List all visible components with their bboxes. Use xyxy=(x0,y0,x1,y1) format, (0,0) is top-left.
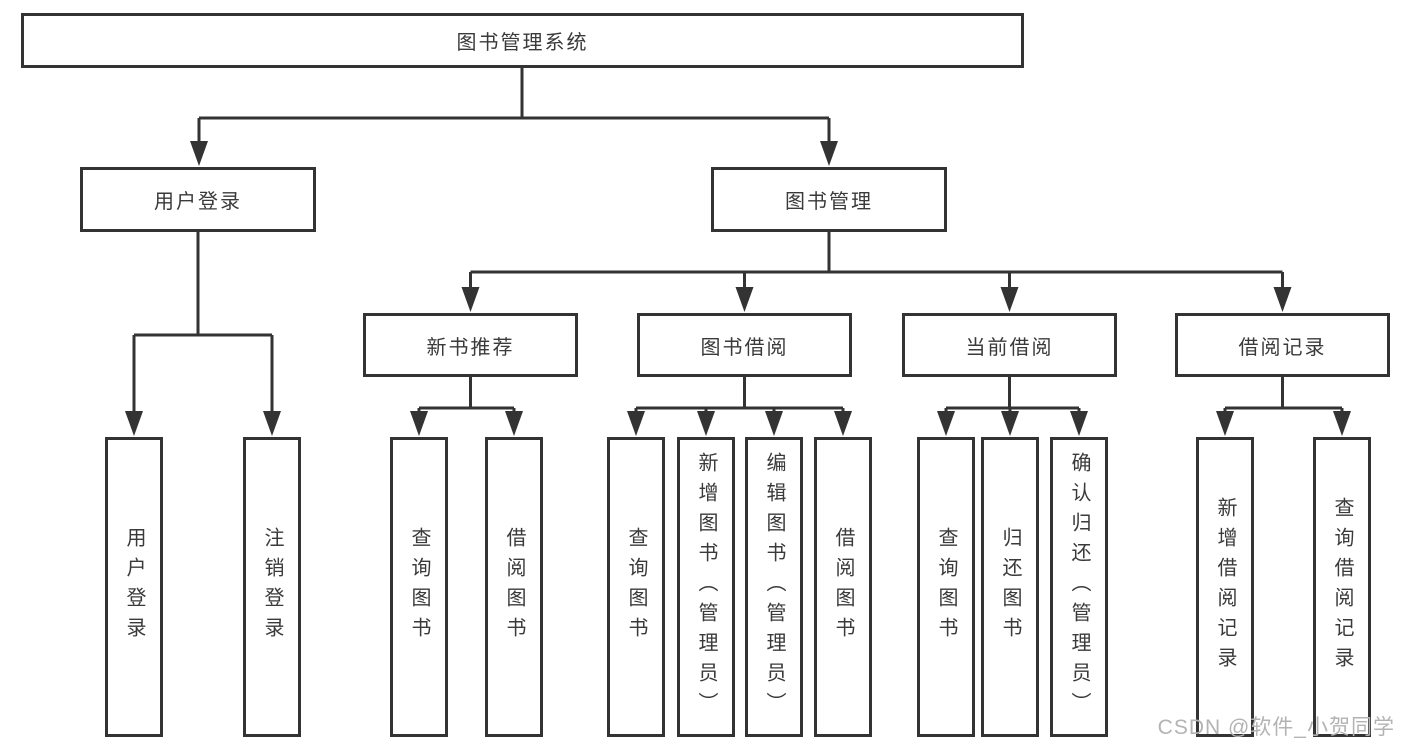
connector-new-book-recommendation-to-leaves xyxy=(410,377,523,436)
leaf-edit-book-admin: 编辑图书（管理员） xyxy=(745,437,803,737)
node-library-system: 图书管理系统 xyxy=(21,13,1024,68)
node-user-login: 用户登录 xyxy=(80,167,316,232)
leaf-add-book-admin: 新增图书（管理员） xyxy=(677,437,735,737)
leaf-query-books-recommend: 查询图书 xyxy=(390,437,448,737)
connector-book-borrowing-to-leaves xyxy=(627,377,852,436)
leaf-logout-login: 注销登录 xyxy=(243,437,301,737)
leaf-query-books-current: 查询图书 xyxy=(917,437,975,737)
leaf-query-borrow-record: 查询借阅记录 xyxy=(1313,437,1371,737)
leaf-user-login: 用户登录 xyxy=(105,437,163,737)
leaf-add-borrow-record: 新增借阅记录 xyxy=(1196,437,1254,737)
leaf-borrow-books-recommend: 借阅图书 xyxy=(485,437,543,737)
leaf-query-books-borrowing: 查询图书 xyxy=(607,437,665,737)
node-new-book-recommendation: 新书推荐 xyxy=(363,313,578,377)
connector-current-borrowing-to-leaves xyxy=(937,377,1088,436)
leaf-borrow-books-borrowing: 借阅图书 xyxy=(814,437,872,737)
connector-book-management-to-sections xyxy=(461,232,1292,312)
connector-user-login-to-leaves xyxy=(125,232,281,436)
node-book-management: 图书管理 xyxy=(711,167,947,232)
connector-borrowing-records-to-leaves xyxy=(1216,377,1351,436)
csdn-watermark: CSDN @软件_小贺同学 xyxy=(1157,716,1395,739)
connector-root-to-level2 xyxy=(190,68,838,166)
node-book-borrowing: 图书借阅 xyxy=(637,313,852,377)
leaf-confirm-return-admin: 确认归还（管理员） xyxy=(1050,437,1108,737)
node-current-borrowing: 当前借阅 xyxy=(902,313,1117,377)
node-borrowing-records: 借阅记录 xyxy=(1175,313,1390,377)
leaf-return-books: 归还图书 xyxy=(981,437,1039,737)
